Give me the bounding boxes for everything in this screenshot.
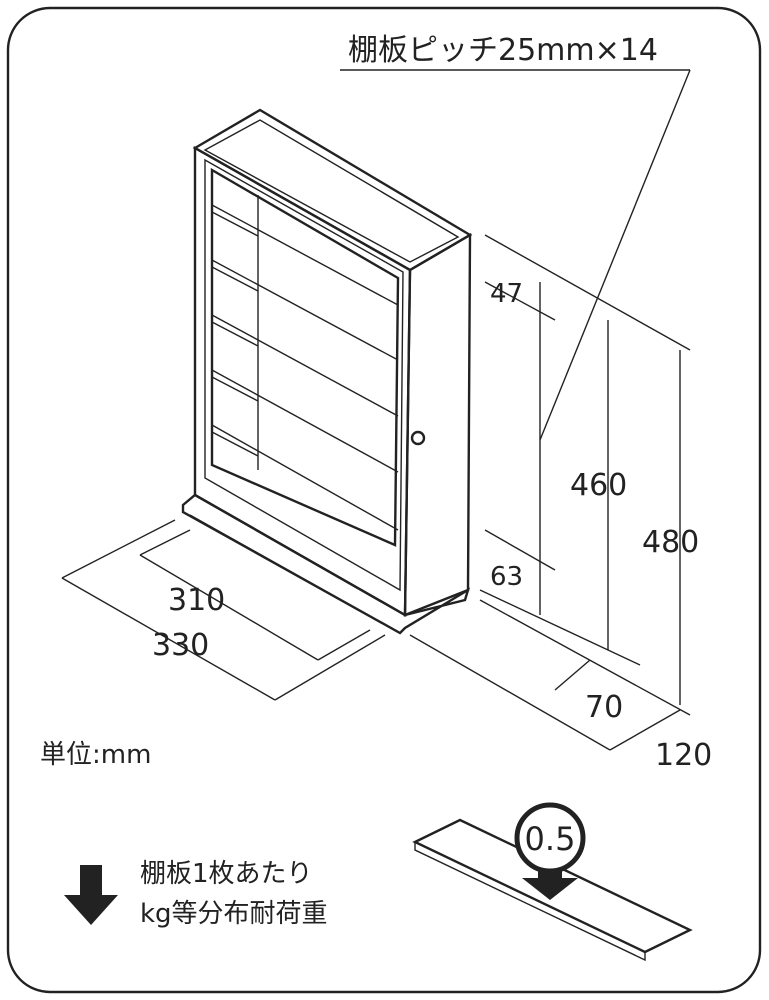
dim-outer-depth: 120 [655, 738, 712, 773]
dim-bottom-gap: 63 [490, 562, 523, 592]
dim-outer-width: 330 [152, 628, 209, 663]
shelf-pitch-note: 棚板ピッチ25mm×14 [348, 33, 658, 68]
frame-border [6, 6, 762, 994]
knob-icon [410, 430, 426, 446]
dim-top-gap: 47 [490, 279, 523, 309]
load-label-line2: kg等分布耐荷重 [140, 899, 328, 929]
shelf-board-illustration: 0.5 [412, 802, 693, 962]
unit-label: 単位:mm [40, 740, 151, 770]
cabinet-drawing [181, 108, 473, 635]
down-arrow-icon [64, 865, 118, 925]
dim-inner-width: 310 [168, 583, 225, 618]
dim-outer-height: 480 [642, 525, 699, 560]
dim-inner-depth: 70 [585, 690, 623, 725]
load-label-line1: 棚板1枚あたり [140, 859, 313, 889]
load-arrow-icon [522, 860, 578, 900]
load-value-circle [514, 802, 586, 874]
dimension-lines [61, 69, 691, 751]
dim-inner-height: 460 [570, 468, 627, 503]
load-value: 0.5 [525, 820, 576, 858]
